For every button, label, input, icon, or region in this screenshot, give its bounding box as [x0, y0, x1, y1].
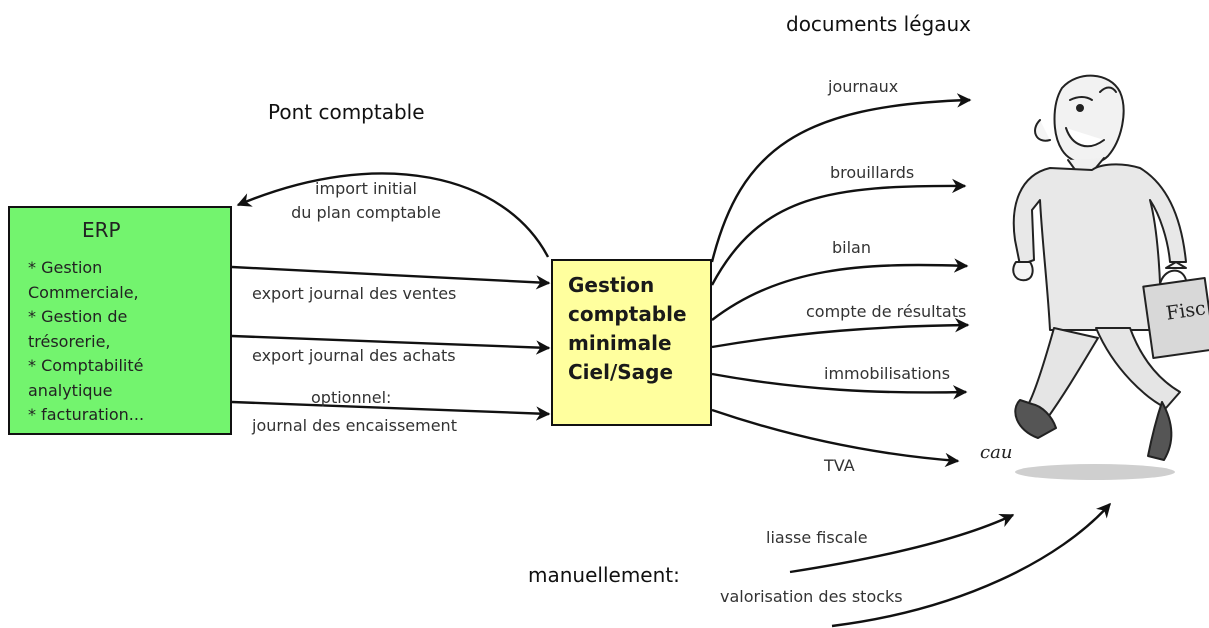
label-liasse-fiscale: liasse fiscale [766, 528, 868, 547]
arrow-optionnel [231, 400, 551, 421]
arrow-tva [711, 408, 960, 468]
label-bilan: bilan [832, 238, 871, 257]
gestion-line: Ciel/Sage [568, 360, 674, 384]
erp-title: ERP [82, 218, 121, 242]
erp-item: * facturation... [28, 405, 145, 424]
erp-item: * Gestion de [28, 307, 128, 326]
arrow-liasse [789, 513, 1015, 574]
erp-box: ERP * Gestion Commerciale, * Gestion de … [8, 206, 232, 435]
arrow-export-ventes [231, 265, 551, 290]
label-export-achats: export journal des achats [252, 346, 456, 365]
arrow-stocks [831, 502, 1111, 628]
gestion-line: minimale [568, 331, 672, 355]
arrow-bilan [711, 258, 969, 321]
gestion-comptable-box: Gestion comptable minimale Ciel/Sage [551, 259, 712, 426]
gestion-line: comptable [568, 302, 687, 326]
arrow-journaux [710, 93, 972, 263]
gestion-line: Gestion [568, 273, 655, 297]
erp-item: analytique [28, 380, 113, 400]
tax-man-cartoon [1012, 74, 1209, 480]
label-immobilisations: immobilisations [824, 364, 951, 383]
label-compte-resultats: compte de résultats [806, 302, 967, 321]
erp-item: * Comptabilité [28, 356, 144, 375]
erp-item: trésorerie, [28, 331, 111, 351]
label-journaux: journaux [828, 77, 899, 96]
heading-pont-comptable: Pont comptable [268, 100, 425, 124]
label-import-line1: import initial [315, 179, 417, 198]
erp-items: * Gestion Commerciale, * Gestion de trés… [28, 256, 144, 428]
erp-item: * Gestion [28, 258, 103, 277]
label-brouillards: brouillards [830, 163, 915, 182]
artist-signature: cau [980, 442, 1013, 463]
label-tva: TVA [824, 456, 855, 475]
heading-documents-legaux: documents légaux [786, 12, 972, 36]
arrow-export-achats [231, 334, 551, 355]
label-import-line2: du plan comptable [291, 203, 441, 222]
arrow-compte-resultats [711, 317, 970, 349]
label-journal-encaissement: journal des encaissement [252, 416, 457, 435]
label-optionnel: optionnel: [311, 388, 392, 407]
arrow-brouillards [710, 178, 967, 286]
label-valorisation-stocks: valorisation des stocks [720, 587, 903, 606]
erp-item: Commerciale, [28, 282, 139, 302]
label-export-ventes: export journal des ventes [252, 284, 457, 303]
heading-manuellement: manuellement: [528, 563, 680, 587]
gestion-lines: Gestion comptable minimale Ciel/Sage [568, 271, 687, 387]
label-import-plan: import initial du plan comptable [272, 177, 460, 225]
arrow-immobilisations [711, 372, 968, 400]
arrow-import-plan [236, 172, 550, 258]
